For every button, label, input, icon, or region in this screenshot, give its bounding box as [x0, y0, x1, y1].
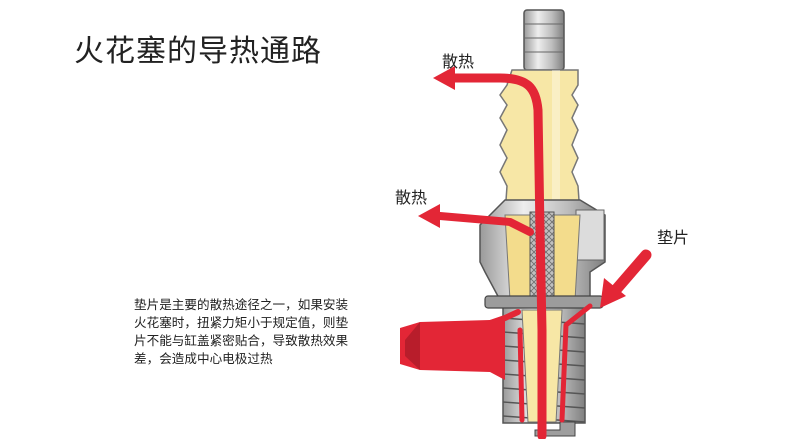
- description-line: 火花塞时，扭紧力矩小于规定值，则垫: [134, 315, 349, 330]
- description-line: 垫片是主要的散热途径之一，如果安装: [134, 297, 349, 312]
- gasket-label: 垫片: [657, 228, 690, 247]
- description-text: 垫片是主要的散热途径之一，如果安装 火花塞时，扭紧力矩小于规定值，则垫 片不能与…: [134, 296, 412, 368]
- page-title: 火花塞的导热通路: [74, 34, 322, 69]
- heat-arrow-top: [433, 66, 455, 90]
- gasket-heat-block: [400, 318, 505, 380]
- heat-arrow-mid: [418, 204, 440, 228]
- description-line: 差，会造成中心电极过热: [134, 351, 273, 366]
- heat-label-top: 散热: [442, 52, 475, 71]
- description-line: 片不能与缸盖紧密贴合，导致散热效果: [134, 333, 349, 348]
- gasket-arrow: [600, 249, 652, 308]
- heat-label-middle: 散热: [395, 188, 428, 207]
- terminal-nut: [523, 9, 565, 71]
